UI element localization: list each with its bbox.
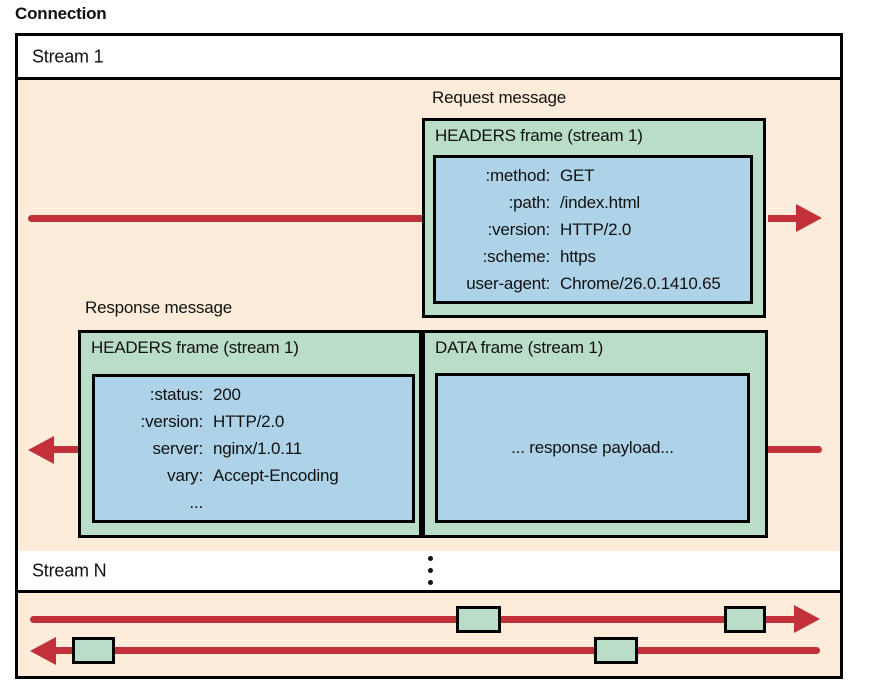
- response-payload-box: ... response payload...: [435, 373, 750, 523]
- header-value: GET: [560, 166, 595, 185]
- response-arrowhead-icon: [28, 436, 54, 464]
- header-row: ...: [95, 489, 412, 516]
- streamN-label: Stream N: [32, 560, 107, 580]
- response-data-frame-title: DATA frame (stream 1): [435, 338, 604, 357]
- streamN-response-arrowhead-icon: [30, 637, 56, 665]
- request-headers-box: :method: GET :path: /index.html :version…: [433, 155, 753, 304]
- header-key: :method:: [485, 166, 550, 185]
- response-data-frame: DATA frame (stream 1) ... response paylo…: [422, 330, 768, 538]
- header-value: /index.html: [560, 193, 641, 212]
- header-row: :path: /index.html: [436, 189, 750, 216]
- header-row: :version: HTTP/2.0: [95, 408, 412, 435]
- response-arrow-line-left: [52, 446, 82, 453]
- response-headers-frame-title: HEADERS frame (stream 1): [91, 338, 299, 357]
- frame-chip: [724, 606, 766, 633]
- header-key: server:: [152, 439, 203, 458]
- header-key: :version:: [487, 220, 551, 239]
- header-row: :method: GET: [436, 162, 750, 189]
- header-value: 200: [213, 385, 241, 404]
- header-key: :path:: [508, 193, 551, 212]
- header-key: ...: [189, 493, 203, 512]
- stream1-label: Stream 1: [32, 46, 104, 66]
- response-message-label: Response message: [85, 298, 233, 317]
- header-value: nginx/1.0.11: [213, 439, 302, 458]
- response-headers-box: :status: 200 :version: HTTP/2.0 server:: [92, 374, 415, 523]
- frame-chip: [594, 637, 638, 664]
- header-row: :scheme: https: [436, 243, 750, 270]
- request-arrow-line: [28, 215, 428, 222]
- header-value: Accept-Encoding: [213, 466, 339, 485]
- request-message-label: Request message: [432, 88, 567, 107]
- header-row: server: nginx/1.0.11: [95, 435, 412, 462]
- connection-label: Connection: [15, 4, 107, 23]
- vertical-ellipsis-icon: [428, 556, 433, 585]
- header-key: :version:: [140, 412, 204, 431]
- header-row: vary: Accept-Encoding: [95, 462, 412, 489]
- stream1-body: Request message HEADERS frame (stream 1)…: [18, 80, 840, 551]
- header-row: :status: 200: [95, 381, 412, 408]
- streamN-request-arrow-line: [30, 616, 796, 623]
- request-headers-frame-title: HEADERS frame (stream 1): [435, 126, 643, 145]
- response-arrow-line-right: [768, 446, 822, 453]
- header-row: user-agent: Chrome/26.0.1410.65: [436, 270, 750, 297]
- request-headers-list: :method: GET :path: /index.html :version…: [436, 158, 750, 301]
- header-value: HTTP/2.0: [560, 220, 632, 239]
- header-row: :version: HTTP/2.0: [436, 216, 750, 243]
- streamN-request-arrowhead-icon: [794, 605, 820, 633]
- streamN-header: Stream N: [18, 551, 840, 593]
- header-key: :scheme:: [482, 247, 551, 266]
- connection-box: Stream 1 Request message HEADERS frame (…: [15, 33, 843, 679]
- header-value: https: [560, 247, 596, 266]
- stream1-header: Stream 1: [18, 36, 840, 80]
- response-payload-text: ... response payload...: [511, 438, 674, 457]
- request-arrow-line-right: [768, 215, 798, 222]
- header-value: HTTP/2.0: [213, 412, 285, 431]
- streamN-response-arrow-line: [56, 647, 820, 654]
- header-value: Chrome/26.0.1410.65: [560, 274, 721, 293]
- response-headers-list: :status: 200 :version: HTTP/2.0 server:: [95, 377, 412, 520]
- request-headers-frame: HEADERS frame (stream 1) :method: GET :p…: [422, 118, 766, 318]
- header-key: user-agent:: [466, 274, 550, 293]
- request-arrowhead-icon: [796, 204, 822, 232]
- header-key: vary:: [167, 466, 203, 485]
- streamN-body: [18, 593, 840, 676]
- response-headers-frame: HEADERS frame (stream 1) :status: 200 :v…: [78, 330, 422, 538]
- frame-chip: [456, 606, 501, 633]
- frame-chip: [72, 637, 115, 664]
- header-value: [203, 489, 213, 516]
- header-key: :status:: [149, 385, 203, 404]
